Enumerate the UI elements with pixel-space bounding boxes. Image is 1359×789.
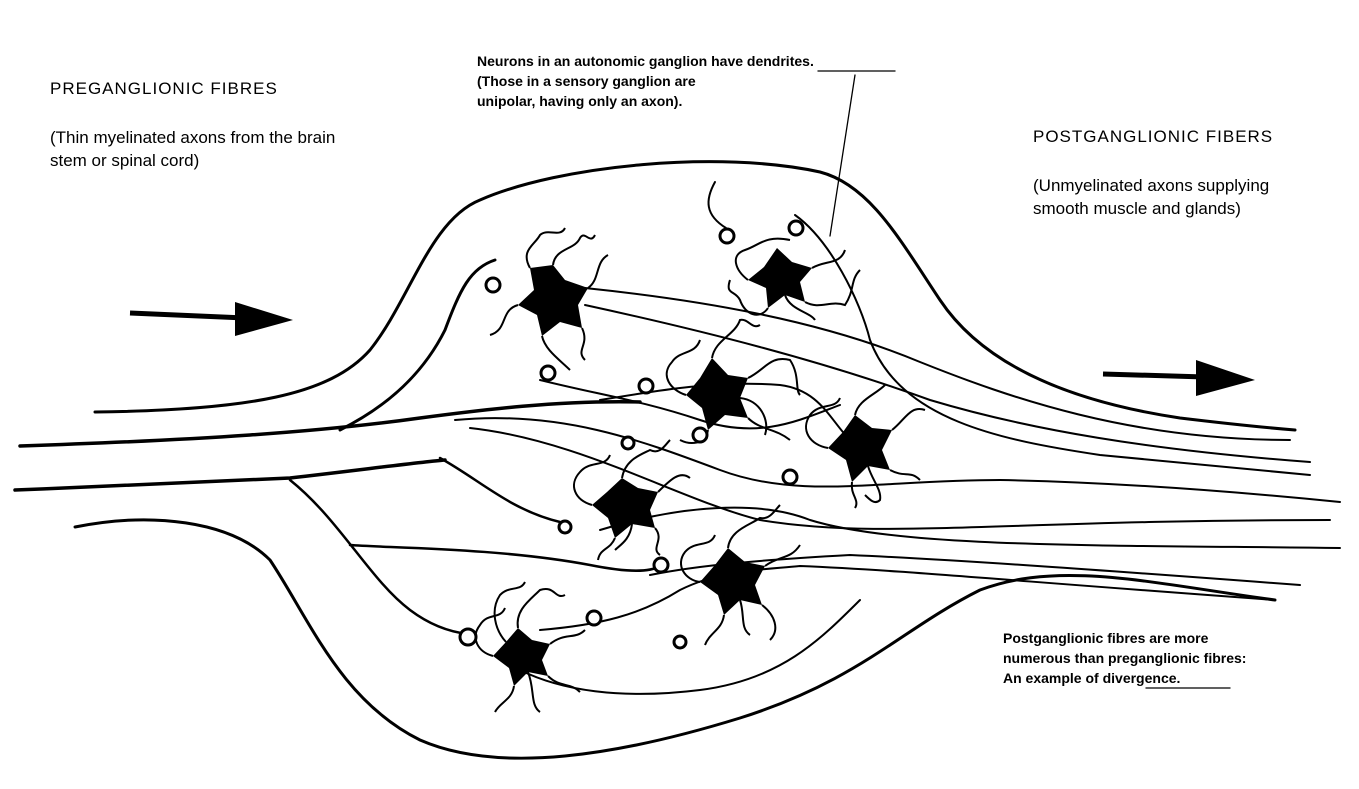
note-text-4: . (1177, 670, 1181, 686)
fibre-e (470, 428, 1330, 529)
neuron-body-icon (700, 548, 765, 615)
postganglionic-description: (Unmyelinated axons supplying smooth mus… (1033, 174, 1269, 220)
synapse-ring-icon (559, 521, 571, 533)
fibre-i (520, 600, 860, 694)
synapse-ring-icon (654, 558, 668, 572)
preganglionic-title: PREGANGLIONIC FIBRES (50, 79, 278, 99)
synapse-ring-icon (720, 229, 734, 243)
neuron-7 (476, 582, 585, 712)
synapse-ring-icon (789, 221, 803, 235)
neuron-2 (729, 239, 860, 320)
preganglionic-branch-mid (440, 458, 560, 522)
postganglionic-title: POSTGANGLIONIC FIBERS (1033, 127, 1273, 147)
synapse-ring-icon (587, 611, 601, 625)
axon-top-right (709, 182, 726, 228)
dendrites-term: dendrites (747, 53, 810, 69)
autonomic-neuron-note: Neurons in an autonomic ganglion have de… (477, 51, 814, 111)
synapse-ring-icon (622, 437, 634, 449)
output-arrow-icon (1103, 360, 1255, 396)
synapse-ring-icon (639, 379, 653, 393)
preganglionic-trunk-top (20, 402, 640, 446)
synapse-ring-icon (674, 636, 686, 648)
pointer-line (830, 75, 855, 236)
synapse-ring-icon (693, 428, 707, 442)
neuron-body-icon (518, 265, 588, 336)
divergence-term: divergence (1103, 670, 1177, 686)
synapse-ring-icon (783, 470, 797, 484)
preganglionic-branch-down (350, 545, 660, 571)
preganglionic-branch-upper (340, 260, 495, 430)
neuron-body-icon (748, 248, 812, 308)
neuron-1 (490, 228, 608, 370)
note-text-1: Neurons in an autonomic ganglion have (477, 53, 747, 69)
preganglionic-description: (Thin myelinated axons from the brain st… (50, 126, 335, 172)
neuron-4 (806, 385, 925, 508)
fibre-d (455, 418, 1340, 502)
divergence-note: Postganglionic fibres are more numerous … (1003, 628, 1246, 688)
input-arrow-icon (130, 302, 293, 336)
neuron-6 (681, 505, 800, 645)
synapse-ring-icon (460, 629, 476, 645)
preganglionic-trunk-bottom (15, 460, 445, 490)
preganglionic-branch-low (290, 480, 468, 634)
synapse-ring-icon (541, 366, 555, 380)
synapse-ring-icon (486, 278, 500, 292)
